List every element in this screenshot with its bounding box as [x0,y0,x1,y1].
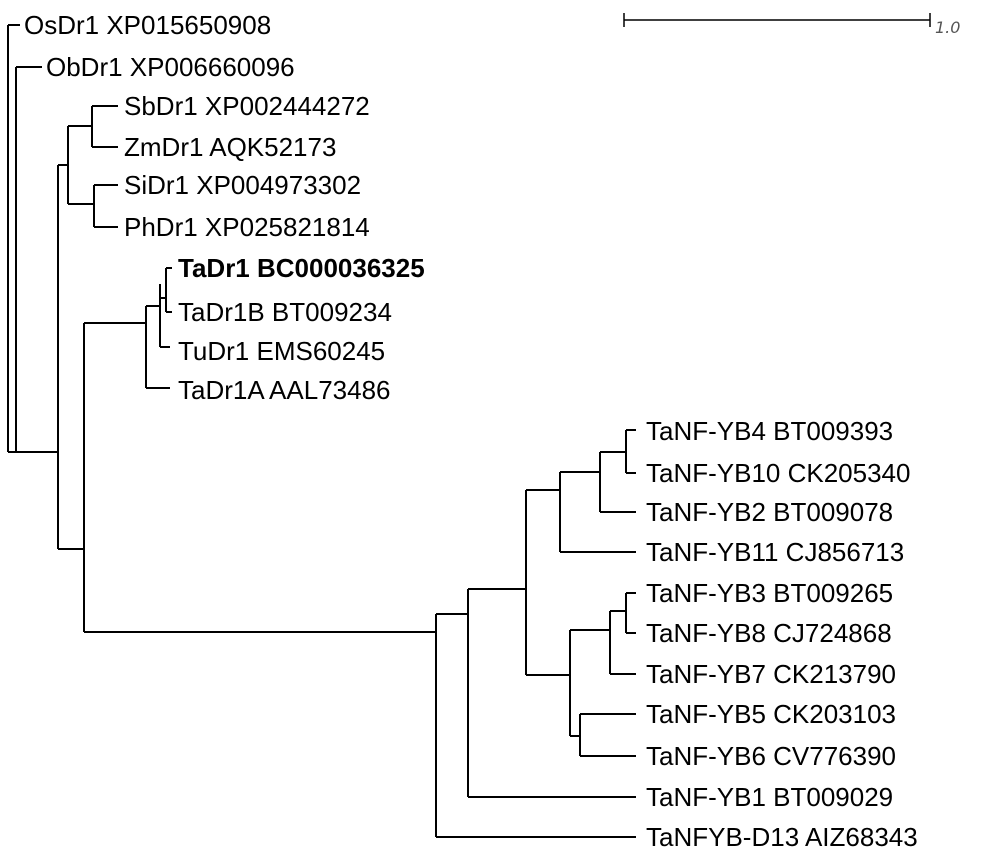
leaf-label-tanf-yb5: TaNF-YB5 CK203103 [646,699,896,729]
leaf-label-tanfyb-d13: TaNFYB-D13 AIZ68343 [646,822,918,852]
leaf-label-tadr1b: TaDr1B BT009234 [178,297,392,327]
leaf-label-tanf-yb10: TaNF-YB10 CK205340 [646,458,910,488]
leaf-label-tanf-yb8: TaNF-YB8 CJ724868 [646,618,892,648]
leaf-label-tanf-yb11: TaNF-YB11 CJ856713 [646,537,904,567]
leaf-label-tanf-yb6: TaNF-YB6 CV776390 [646,741,896,771]
leaf-label-sidr1: SiDr1 XP004973302 [124,170,361,200]
leaf-label-sbdr1: SbDr1 XP002444272 [124,91,370,121]
leaf-label-obdr1: ObDr1 XP006660096 [46,52,295,82]
leaf-label-osdr1: OsDr1 XP015650908 [24,10,271,40]
leaf-label-tanf-yb2: TaNF-YB2 BT009078 [646,497,893,527]
leaf-label-tanf-yb7: TaNF-YB7 CK213790 [646,659,896,689]
leaf-label-tadr1a: TaDr1A AAL73486 [178,375,391,405]
leaf-label-tadr1: TaDr1 BC000036325 [178,253,425,283]
tree-branches [7,24,636,838]
leaf-label-tanf-yb4: TaNF-YB4 BT009393 [646,416,893,446]
leaf-label-tanf-yb3: TaNF-YB3 BT009265 [646,578,893,608]
leaf-label-phdr1: PhDr1 XP025821814 [124,212,370,242]
leaf-label-zmdr1: ZmDr1 AQK52173 [124,132,336,162]
leaf-labels: OsDr1 XP015650908 ObDr1 XP006660096 SbDr… [24,10,918,852]
leaf-label-tudr1: TuDr1 EMS60245 [178,336,385,366]
scale-bar-label: 1.0 [935,18,960,37]
scale-bar: 1.0 [623,13,960,37]
leaf-label-tanf-yb1: TaNF-YB1 BT009029 [646,782,893,812]
